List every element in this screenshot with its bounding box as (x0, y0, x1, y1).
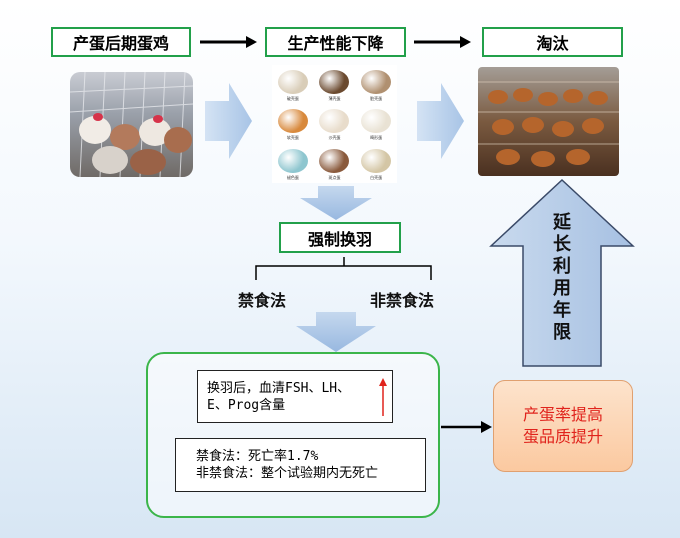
mortality-line-2: 非禁食法：整个试验期内无死亡 (196, 466, 379, 481)
egg-defects-grid: 破壳蛋 薄壳蛋 脏壳蛋软壳蛋 沙壳蛋 畸形蛋褪色蛋 斑点蛋 白壳蛋 (272, 65, 397, 183)
egg-icon (319, 109, 350, 134)
method-nonfasting-label: 非禁食法 (370, 291, 435, 310)
egg-caption: 褪色蛋 (286, 174, 299, 180)
result-line-2: 蛋品质提升 (522, 427, 603, 446)
stage-late-laying-hens-label: 产蛋后期蛋鸡 (72, 34, 169, 53)
egg-caption: 薄壳蛋 (328, 96, 341, 101)
egg-caption: 斑点蛋 (328, 174, 341, 180)
egg-cell: 脏壳蛋 (356, 66, 396, 103)
extend-usage-label: 延长利用年限 (545, 212, 579, 344)
egg-caption: 沙壳蛋 (328, 135, 341, 141)
egg-cell: 破壳蛋 (273, 66, 313, 103)
egg-cell: 白壳蛋 (356, 145, 396, 182)
crates-illustration-icon (478, 81, 619, 167)
cage-illustration-icon (70, 72, 193, 177)
method-fasting-label: 禁食法 (238, 291, 287, 310)
extend-usage-char: 利 (553, 256, 571, 277)
flow-arrow-right-icon (205, 83, 252, 159)
egg-caption: 畸形蛋 (370, 135, 383, 141)
method-bracket (255, 257, 432, 280)
egg-cell: 斑点蛋 (315, 145, 355, 182)
hormone-line-1: 换羽后，血清FSH、LH、 (207, 381, 351, 396)
egg-icon (277, 148, 308, 173)
egg-caption: 脏壳蛋 (370, 96, 383, 101)
arrow-right-icon (200, 36, 257, 48)
egg-icon (319, 148, 350, 173)
forced-molting-box: 强制换羽 (279, 222, 401, 253)
egg-caption: 白壳蛋 (370, 174, 383, 180)
egg-cell: 褪色蛋 (273, 145, 313, 182)
extend-usage-char: 年 (553, 300, 571, 321)
extend-usage-char: 长 (553, 234, 571, 255)
egg-cell: 畸形蛋 (356, 105, 396, 142)
egg-icon (361, 70, 392, 94)
hormone-info-box: 换羽后，血清FSH、LH、 E、Prog含量 (197, 370, 393, 423)
forced-molting-label: 强制换羽 (307, 229, 372, 249)
egg-cell: 软壳蛋 (273, 105, 313, 142)
arrow-right-icon (441, 421, 492, 433)
arrow-right-icon (414, 36, 471, 48)
result-box: 产蛋率提高 蛋品质提升 (493, 380, 633, 472)
result-line-1: 产蛋率提高 (522, 405, 603, 424)
egg-icon (277, 70, 308, 94)
egg-caption: 软壳蛋 (286, 135, 299, 141)
flow-arrow-down-icon (300, 186, 372, 220)
flow-arrow-right-icon (417, 83, 464, 159)
extend-usage-char: 延 (553, 212, 571, 233)
culled-hens-photo (478, 67, 619, 176)
stage-culling-label: 淘汰 (536, 34, 569, 53)
egg-icon (319, 70, 350, 94)
stage-performance-decline-label: 生产性能下降 (287, 34, 384, 53)
flow-arrow-down-icon (296, 312, 376, 352)
increase-arrow-icon (379, 378, 387, 416)
egg-caption: 破壳蛋 (286, 96, 299, 101)
egg-cell: 薄壳蛋 (315, 66, 355, 103)
stage-late-laying-hens: 产蛋后期蛋鸡 (51, 27, 191, 57)
stage-culling: 淘汰 (482, 27, 623, 57)
egg-icon (277, 109, 308, 134)
extend-arrow-up-icon (489, 178, 635, 367)
egg-icon (361, 148, 392, 173)
mortality-line-1: 禁食法：死亡率1.7% (196, 449, 319, 464)
hormone-line-2: E、Prog含量 (207, 398, 286, 413)
mortality-info-box: 禁食法：死亡率1.7% 非禁食法：整个试验期内无死亡 (175, 438, 426, 492)
extend-usage-char: 限 (553, 322, 571, 343)
egg-icon (361, 109, 392, 134)
hens-in-cages-photo (70, 72, 193, 177)
extend-usage-char: 用 (553, 278, 571, 299)
egg-cell: 沙壳蛋 (315, 105, 355, 142)
stage-performance-decline: 生产性能下降 (265, 27, 406, 57)
